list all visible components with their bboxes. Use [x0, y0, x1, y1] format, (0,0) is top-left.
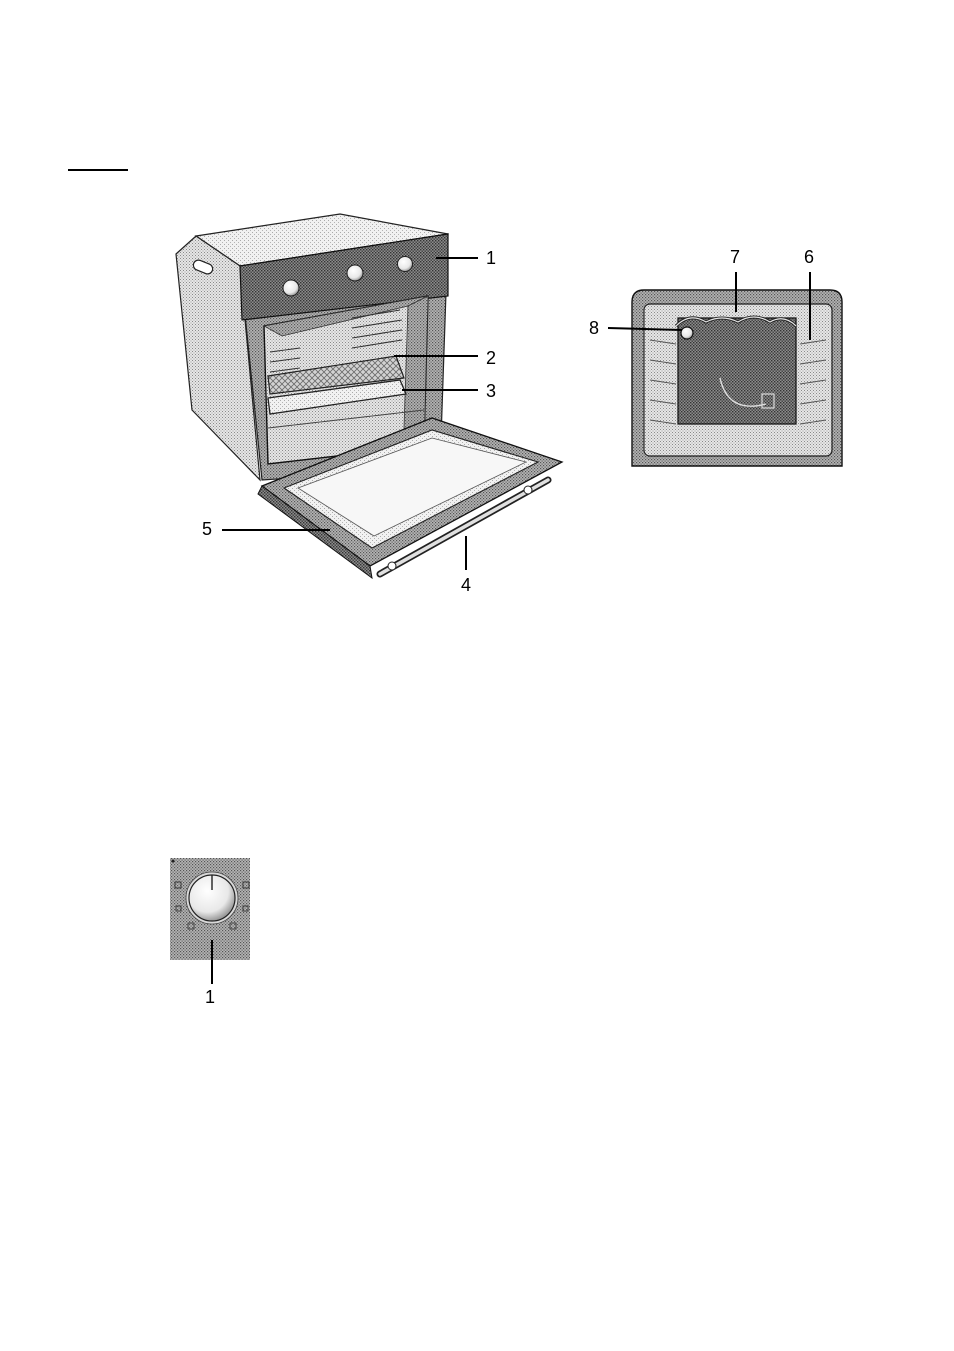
cavity-illustration — [608, 272, 842, 466]
oven-callout-5: 5 — [202, 520, 212, 538]
oven-callout-4: 4 — [461, 576, 471, 594]
oven-callout-3: 3 — [486, 382, 496, 400]
knob-callout-1: 1 — [205, 988, 215, 1006]
oven-callout-2: 2 — [486, 349, 496, 367]
oven-callout-1: 1 — [486, 249, 496, 267]
cavity-callout-7: 7 — [730, 248, 740, 266]
oven-illustration — [176, 214, 562, 578]
cavity-callout-6: 6 — [804, 248, 814, 266]
cavity-callout-8: 8 — [589, 319, 599, 337]
knob-illustration — [170, 858, 250, 984]
